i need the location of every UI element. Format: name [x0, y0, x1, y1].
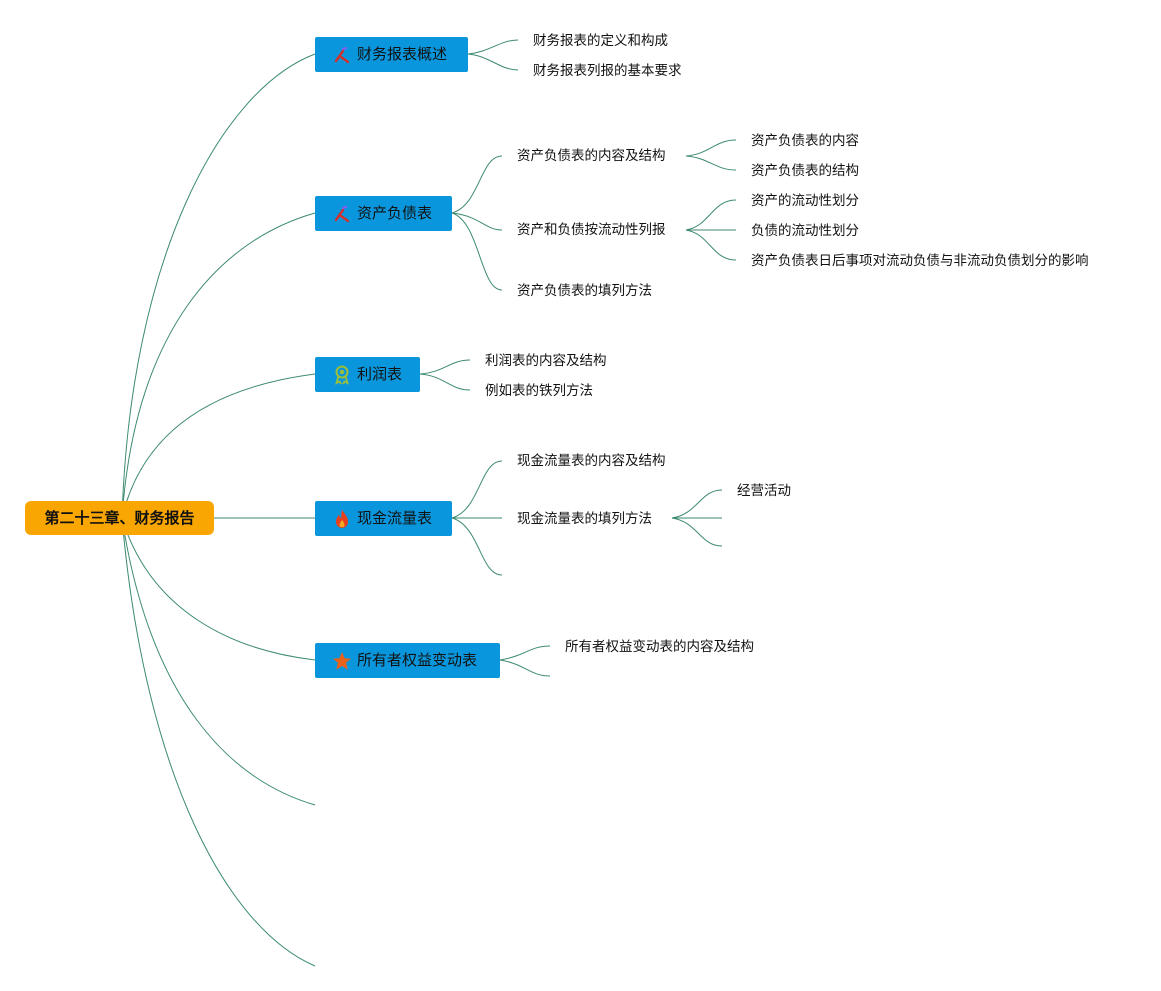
detail-item[interactable]: 经营活动 — [737, 483, 791, 499]
connector-t2-c1 — [451, 155, 503, 214]
connector-t2-c2-g1 — [685, 199, 737, 231]
topic-label: 财务报表概述 — [357, 45, 448, 63]
root-node[interactable]: 第二十三章、财务报告 — [25, 501, 214, 535]
detail-item[interactable]: 资产负债表日后事项对流动负债与非流动负债划分的影响 — [751, 253, 1089, 269]
connector-t1-c2 — [467, 53, 519, 71]
connector-t5-c1 — [499, 645, 551, 661]
subtopic-item[interactable]: 例如表的铁列方法 — [485, 383, 593, 399]
connector-t3-c2 — [419, 373, 471, 391]
detail-item[interactable]: 负债的流动性划分 — [751, 223, 859, 239]
connector-t2-c1-g1 — [685, 139, 737, 157]
connector-root-topic-5 — [121, 517, 316, 661]
subtopic-item[interactable]: 现金流量表的内容及结构 — [517, 453, 666, 469]
tools-icon — [334, 46, 350, 64]
topic-label: 所有者权益变动表 — [357, 651, 478, 669]
topic-balance-sheet[interactable]: 资产负债表 — [315, 196, 452, 231]
subtopic-item[interactable]: 现金流量表的填列方法 — [517, 511, 652, 527]
subtopic-item[interactable]: 资产负债表的填列方法 — [517, 283, 652, 299]
tools-icon — [334, 205, 350, 223]
star-icon — [333, 652, 351, 670]
subtopic-item[interactable]: 资产负债表的内容及结构 — [517, 148, 666, 164]
topic-label: 现金流量表 — [357, 509, 433, 527]
subtopic-item[interactable]: 所有者权益变动表的内容及结构 — [565, 639, 754, 655]
award-ribbon-icon — [335, 365, 349, 385]
detail-item[interactable]: 资产负债表的内容 — [751, 133, 859, 149]
detail-item[interactable]: 资产的流动性划分 — [751, 193, 859, 209]
topic-cash-flow-statement[interactable]: 现金流量表 — [315, 501, 452, 536]
subtopic-item[interactable]: 财务报表列报的基本要求 — [533, 63, 682, 79]
connector-t4-c1 — [451, 460, 503, 519]
connector-t5-c2 — [499, 659, 551, 677]
connector-t4-c2-g1 — [671, 489, 723, 519]
subtopic-item[interactable]: 利润表的内容及结构 — [485, 353, 607, 369]
topic-equity-changes-statement[interactable]: 所有者权益变动表 — [315, 643, 500, 678]
connector-t4-c2-g3 — [671, 517, 723, 547]
topic-label: 资产负债表 — [357, 204, 433, 222]
connector-t2-c3 — [451, 212, 503, 291]
connector-root-empty-1 — [121, 517, 316, 806]
fire-icon — [336, 510, 348, 528]
detail-item[interactable]: 资产负债表的结构 — [751, 163, 859, 179]
connector-root-topic-1 — [121, 53, 316, 519]
connector-root-empty-2 — [121, 517, 316, 967]
connector-t2-c2 — [451, 212, 503, 231]
connector-t4-c3 — [451, 517, 503, 576]
subtopic-item[interactable]: 财务报表的定义和构成 — [533, 33, 668, 49]
topic-financial-statements-overview[interactable]: 财务报表概述 — [315, 37, 468, 72]
subtopic-item[interactable]: 资产和负债按流动性列报 — [517, 222, 666, 238]
connector-t3-c1 — [419, 359, 471, 375]
connector-root-topic-2 — [121, 212, 316, 519]
connector-t2-c2-g3 — [685, 229, 737, 261]
connector-root-topic-3 — [121, 373, 316, 519]
topic-label: 利润表 — [357, 365, 403, 383]
connector-t1-c1 — [467, 39, 519, 55]
connector-t2-c1-g2 — [685, 155, 737, 171]
topic-income-statement[interactable]: 利润表 — [315, 357, 420, 392]
